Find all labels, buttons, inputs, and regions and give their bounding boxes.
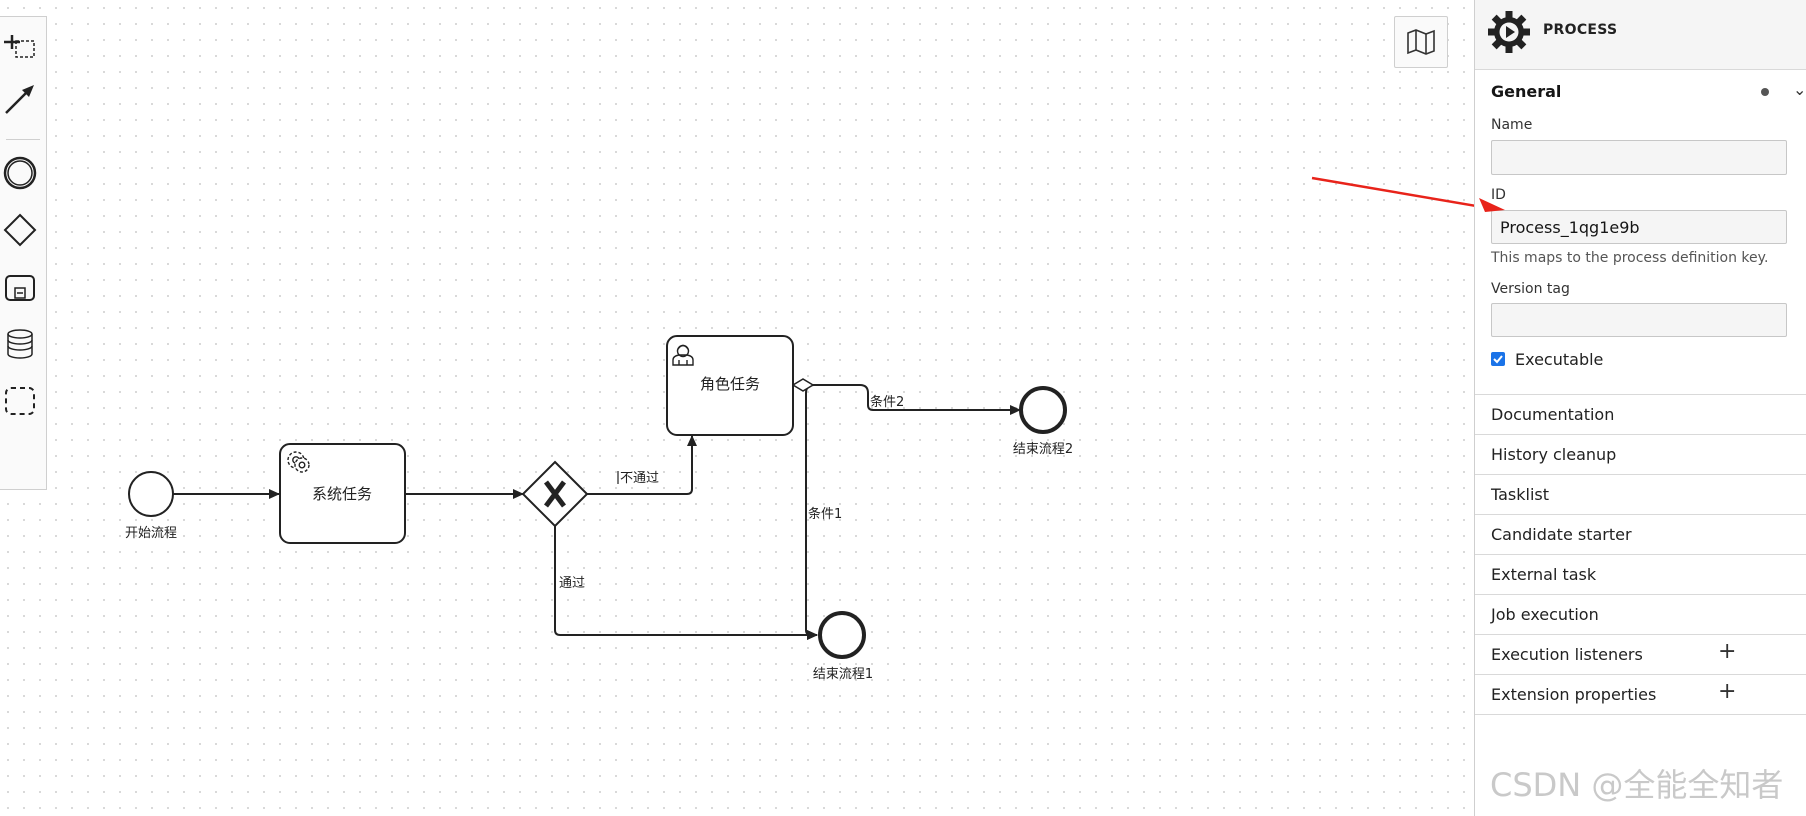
group-label: Tasklist: [1491, 485, 1550, 504]
id-hint: This maps to the process definition key.: [1491, 250, 1769, 266]
end-event-1-label: 结束流程1: [813, 667, 873, 682]
minimap-toggle-button[interactable]: [1394, 16, 1448, 68]
create-group[interactable]: [0, 381, 40, 421]
group-label: Execution listeners: [1491, 645, 1643, 664]
version-tag-field[interactable]: [1491, 303, 1787, 337]
group-job-execution[interactable]: Job execution ›: [1475, 594, 1806, 634]
group-execution-listeners[interactable]: Execution listeners +: [1475, 634, 1806, 674]
diamond-icon: [3, 213, 37, 247]
panel-header: PROCESS: [1475, 0, 1806, 70]
create-data-store[interactable]: [0, 324, 40, 364]
conditional-flow-marker: [791, 378, 815, 392]
group-label: Documentation: [1491, 405, 1615, 424]
plus-icon[interactable]: +: [1718, 639, 1737, 664]
circle-icon: [3, 156, 37, 190]
element-type-label: PROCESS: [1543, 22, 1618, 38]
user-task[interactable]: [666, 335, 794, 436]
group-candidate-starter[interactable]: Candidate starter ›: [1475, 514, 1806, 554]
flow-cond2[interactable]: [814, 384, 1021, 415]
start-event-label: 开始流程: [125, 526, 177, 541]
chevron-right-icon: ›: [1805, 566, 1806, 585]
dashed-box-icon: [5, 387, 35, 415]
group-label: External task: [1491, 565, 1597, 584]
chevron-right-icon: ›: [1805, 526, 1806, 545]
executable-checkbox[interactable]: [1491, 352, 1505, 366]
properties-panel: PROCESS General ⌄ Name ID Process_1qg1e9…: [1474, 0, 1806, 816]
service-task[interactable]: [279, 443, 406, 544]
group-label: History cleanup: [1491, 445, 1617, 464]
arrow-icon: [5, 85, 34, 114]
create-subprocess[interactable]: [0, 268, 40, 308]
user-icon: [672, 344, 694, 366]
groups-bottom-divider: [1475, 714, 1806, 715]
gear-icon: [287, 451, 310, 473]
watermark: CSDN @全能全知者: [1490, 766, 1784, 804]
create-event[interactable]: [0, 153, 40, 193]
chevron-right-icon: ›: [1805, 406, 1806, 425]
map-icon: [1407, 29, 1435, 55]
subprocess-icon: [5, 275, 35, 301]
name-field[interactable]: [1491, 140, 1787, 175]
annotation-arrow-head: [1479, 198, 1505, 212]
id-label: ID: [1491, 187, 1506, 203]
flow-pass-label: 通过: [559, 576, 585, 591]
annotation-arrow: [1311, 176, 1474, 207]
create-gateway[interactable]: [0, 210, 40, 250]
flow-cond2-label: 条件2: [870, 394, 904, 410]
start-event[interactable]: [128, 471, 174, 517]
flow-cond1-label: 条件1: [808, 506, 842, 522]
group-label: Candidate starter: [1491, 525, 1632, 544]
chevron-right-icon: ›: [1805, 606, 1806, 625]
service-task-label: 系统任务: [312, 485, 372, 503]
process-icon: [1488, 11, 1530, 53]
flow-reject-label: 不通过: [620, 471, 659, 486]
group-tasklist[interactable]: Tasklist ›: [1475, 474, 1806, 514]
group-extension-properties[interactable]: Extension properties +: [1475, 674, 1806, 714]
check-icon: [1493, 355, 1503, 364]
flow-pass[interactable]: [554, 525, 818, 640]
chevron-down-icon[interactable]: ⌄: [1793, 80, 1806, 99]
database-icon: [7, 329, 33, 359]
group-external-task[interactable]: External task ›: [1475, 554, 1806, 594]
id-field[interactable]: Process_1qg1e9b: [1491, 210, 1787, 244]
group-label: Job execution: [1491, 605, 1599, 624]
executable-label: Executable: [1515, 350, 1604, 369]
group-label: Extension properties: [1491, 685, 1657, 704]
connect-tool[interactable]: [0, 79, 40, 119]
end-event-2[interactable]: [1019, 386, 1067, 434]
end-event-1[interactable]: [818, 611, 866, 659]
chevron-right-icon: ›: [1805, 446, 1806, 465]
version-tag-label: Version tag: [1491, 281, 1570, 297]
group-history-cleanup[interactable]: History cleanup ›: [1475, 434, 1806, 474]
chevron-right-icon: ›: [1805, 486, 1806, 505]
palette-separator: [6, 139, 40, 140]
tool-palette: [0, 16, 47, 490]
bpmn-diagram: 开始流程 系统任务 不通过 通过 角色任务 条件1: [125, 176, 1474, 682]
plus-icon[interactable]: +: [1718, 679, 1737, 704]
bpmn-canvas[interactable]: 开始流程 系统任务 不通过 通过 角色任务 条件1: [0, 0, 1474, 816]
general-group-title[interactable]: General: [1491, 82, 1562, 101]
space-tool-icon: [4, 35, 35, 58]
x-icon: [544, 480, 566, 508]
general-dot-indicator: [1761, 88, 1769, 96]
group-documentation[interactable]: Documentation ›: [1475, 394, 1806, 434]
name-label: Name: [1491, 117, 1533, 133]
end-event-2-label: 结束流程2: [1013, 442, 1073, 457]
flow-reject[interactable]: [586, 435, 697, 495]
user-task-label: 角色任务: [700, 375, 760, 393]
space-tool[interactable]: [0, 23, 40, 63]
